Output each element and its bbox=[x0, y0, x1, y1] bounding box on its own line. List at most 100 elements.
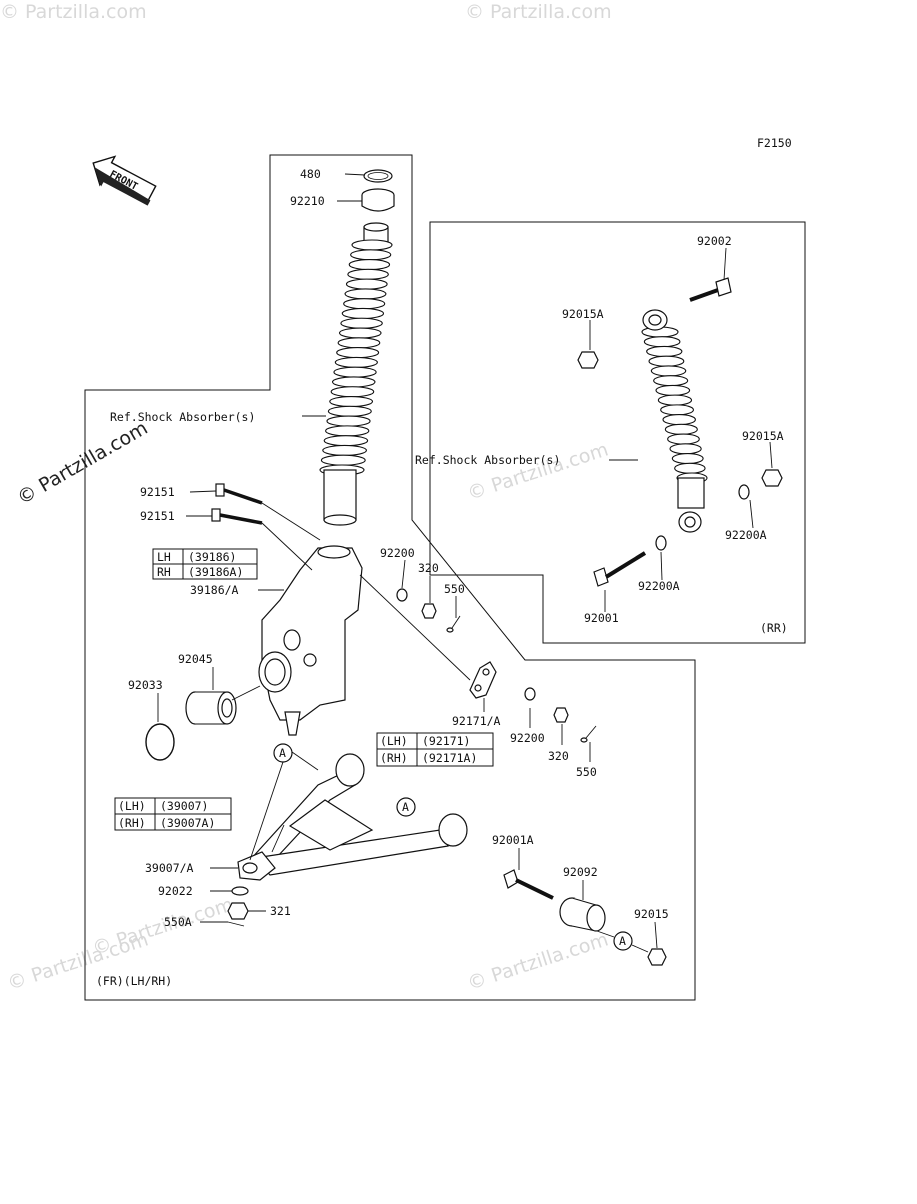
bushing-92092 bbox=[559, 897, 606, 932]
nut-321 bbox=[227, 902, 249, 920]
washer-92200 bbox=[396, 588, 536, 701]
spring-coil bbox=[643, 336, 681, 348]
spring-coil bbox=[345, 278, 388, 290]
callout-ref-shock-absorber: Ref.Shock Absorber(s) bbox=[415, 453, 560, 467]
callout-39007: 39007/A bbox=[145, 861, 194, 875]
spring-coil bbox=[650, 365, 687, 377]
spring-coil bbox=[648, 355, 685, 367]
arm-table-side: (RH) bbox=[118, 816, 146, 830]
arm-table-part: (39007A) bbox=[160, 816, 215, 830]
spring-coil bbox=[337, 337, 381, 349]
callout-92200: 92200 bbox=[380, 546, 415, 560]
lower-a-arm bbox=[237, 753, 468, 881]
rear-shock-absorber bbox=[641, 309, 708, 533]
marker-A-label: A bbox=[279, 746, 286, 760]
spring-coil bbox=[334, 356, 378, 368]
nut-320 bbox=[421, 603, 569, 723]
front-section-outline bbox=[84, 154, 696, 1001]
callout-321: 321 bbox=[270, 904, 291, 918]
spring-coil bbox=[657, 394, 693, 406]
spring-coil bbox=[326, 415, 371, 427]
spring-coil bbox=[333, 366, 377, 378]
callout-92015A: 92015A bbox=[562, 307, 604, 321]
steering-knuckle bbox=[258, 545, 363, 736]
arm-table-side: (LH) bbox=[118, 799, 146, 813]
watermark: © Partzilla.com bbox=[14, 417, 152, 509]
spring-coil bbox=[646, 345, 683, 358]
marker-A-label: A bbox=[619, 934, 626, 948]
spring-coil bbox=[327, 405, 372, 417]
callout-92002: 92002 bbox=[697, 234, 732, 248]
spring-coil bbox=[674, 462, 706, 474]
nut-92015 bbox=[647, 948, 667, 966]
callout-320: 320 bbox=[418, 561, 439, 575]
callout-92015: 92015 bbox=[634, 907, 669, 921]
spring-coil bbox=[341, 307, 385, 320]
knuckle-table-part: (39186A) bbox=[188, 565, 243, 579]
spring-coil bbox=[653, 375, 689, 387]
rear-leader-lines bbox=[589, 247, 773, 612]
bracket-table-part: (92171A) bbox=[422, 751, 477, 765]
spring-coil bbox=[323, 435, 369, 447]
callout-92092: 92092 bbox=[563, 865, 598, 879]
callout-39186: 39186/A bbox=[190, 583, 239, 597]
bolt-92151 bbox=[211, 483, 263, 525]
callout-92045: 92045 bbox=[178, 652, 213, 666]
watermark: © Partzilla.com bbox=[465, 1, 612, 23]
washer-92200A bbox=[655, 484, 750, 551]
spring-coil bbox=[671, 452, 704, 465]
bracket-92171 bbox=[469, 661, 497, 699]
bracket-table-side: (LH) bbox=[380, 734, 408, 748]
spring-coil bbox=[322, 444, 367, 456]
spring-coil bbox=[330, 386, 375, 398]
callout-92022: 92022 bbox=[158, 884, 193, 898]
callout-92171: 92171/A bbox=[452, 714, 501, 728]
watermark: © Partzilla.com bbox=[0, 1, 147, 23]
spring-coil bbox=[329, 395, 374, 408]
knuckle-table-part: (39186) bbox=[188, 550, 236, 564]
front-callouts: 480 92210 Ref.Shock Absorber(s) 92151 92… bbox=[110, 167, 669, 929]
bolt-92001 bbox=[593, 551, 647, 587]
spring-coil bbox=[336, 347, 380, 359]
spring-coil bbox=[350, 249, 392, 261]
spring-coil bbox=[347, 268, 389, 280]
spring-coil bbox=[348, 259, 391, 271]
callout-550A: 550A bbox=[164, 915, 192, 929]
marker-A-label: A bbox=[402, 800, 409, 814]
callout-ref-shock-absorber: Ref.Shock Absorber(s) bbox=[110, 410, 255, 424]
marker-A: A A A bbox=[273, 743, 633, 951]
callout-92033: 92033 bbox=[128, 678, 163, 692]
callout-92210: 92210 bbox=[290, 194, 325, 208]
callout-550: 550 bbox=[576, 765, 597, 779]
bracket-table: (LH) (92171) (RH) (92171A) bbox=[376, 732, 494, 767]
callout-92200A: 92200A bbox=[725, 528, 767, 542]
front-spring bbox=[319, 239, 393, 476]
rear-section-caption: (RR) bbox=[760, 621, 788, 635]
callout-480: 480 bbox=[300, 167, 321, 181]
spring-coil bbox=[660, 404, 695, 416]
knuckle-table-side: RH bbox=[157, 565, 171, 579]
spring-coil bbox=[325, 425, 370, 437]
spring-coil bbox=[669, 443, 702, 455]
figure-code: F2150 bbox=[757, 136, 792, 150]
nut-92015A bbox=[577, 351, 783, 487]
rear-spring bbox=[641, 326, 708, 484]
spring-coil bbox=[662, 414, 696, 426]
spring-coil bbox=[351, 239, 393, 251]
bracket-table-part: (92171) bbox=[422, 734, 470, 748]
knuckle-table-side: LH bbox=[157, 550, 171, 564]
callout-92001A: 92001A bbox=[492, 833, 534, 847]
spring-coil bbox=[343, 298, 386, 310]
rear-section-outline bbox=[429, 221, 806, 644]
callout-92151: 92151 bbox=[140, 485, 175, 499]
rear-callouts: 92002 92015A Ref.Shock Absorber(s) 92015… bbox=[415, 234, 784, 625]
spring-coil bbox=[338, 327, 382, 339]
watermark: © Partzilla.com bbox=[90, 894, 236, 960]
callout-92151: 92151 bbox=[140, 509, 175, 523]
front-section-caption: (FR)(LH/RH) bbox=[96, 974, 172, 988]
spring-coil bbox=[340, 317, 383, 329]
circlip-92033 bbox=[145, 723, 175, 761]
spring-coil bbox=[664, 423, 698, 435]
spring-coil bbox=[655, 384, 691, 396]
